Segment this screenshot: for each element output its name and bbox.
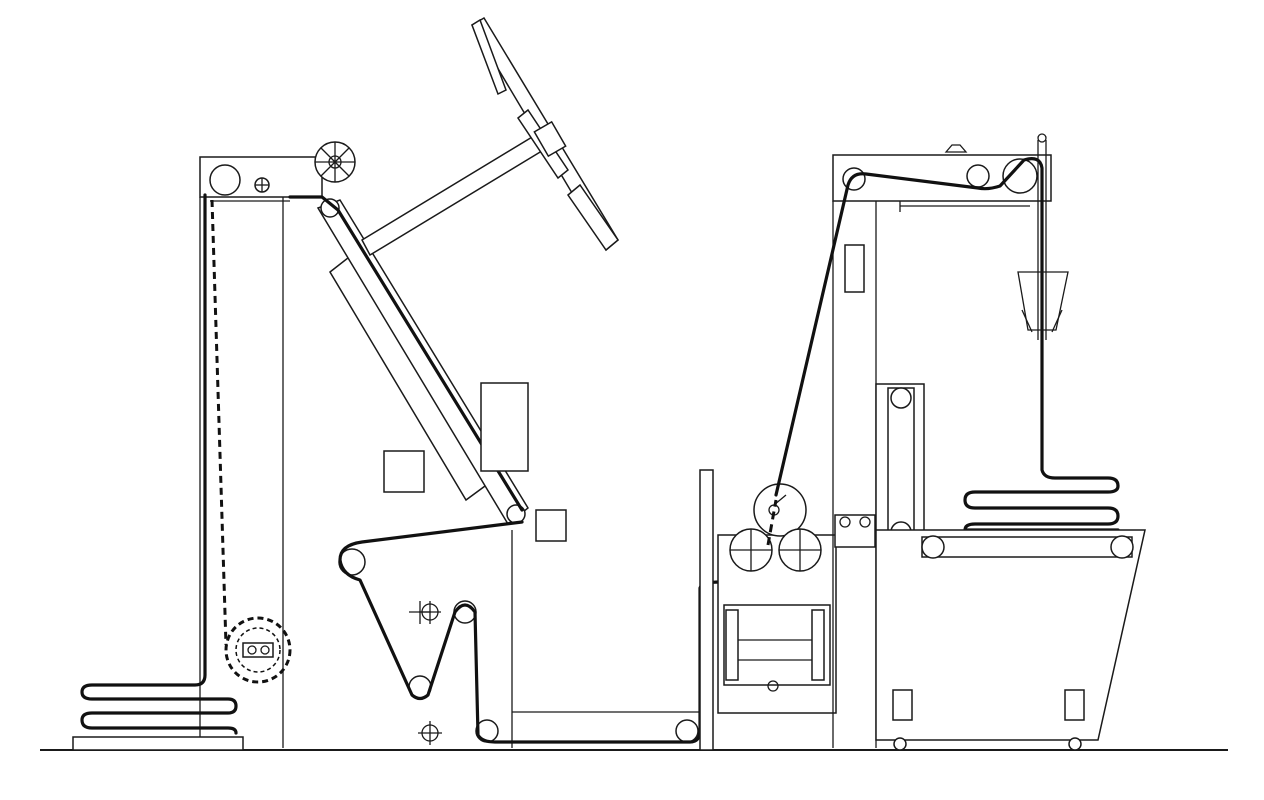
inclined-conveyor [288, 195, 529, 526]
plaiter-folder [1017, 133, 1069, 340]
control-box-small [535, 509, 567, 542]
collecting-trolley [875, 529, 1146, 751]
left-fabric-stack [72, 193, 244, 751]
guide-gear-roller [314, 141, 356, 183]
right-tower [774, 144, 1120, 748]
pad-mangle [717, 483, 837, 714]
right-fabric-stack [963, 484, 1120, 532]
swing-arm-plate [361, 16, 620, 257]
control-box-upper [480, 382, 529, 472]
control-box-left [383, 450, 425, 493]
dashed-beater-roll [210, 199, 292, 684]
left-top-roller [209, 164, 241, 196]
centre-post [699, 469, 714, 751]
left-tower [199, 156, 323, 748]
